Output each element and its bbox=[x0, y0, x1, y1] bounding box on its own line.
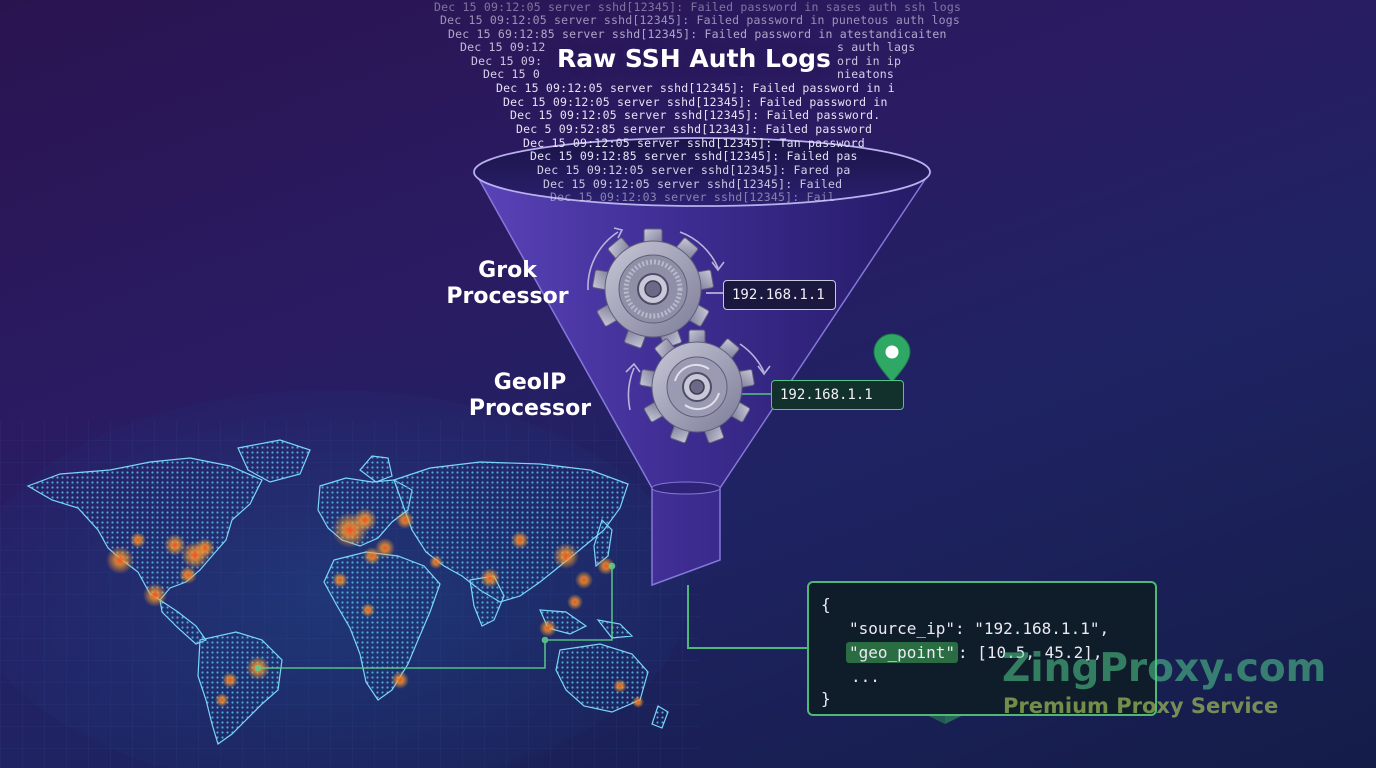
grok-label-line1: Grok bbox=[478, 258, 537, 283]
log-line: Dec 15 09:12:05 server sshd[12345]: Fail… bbox=[434, 0, 962, 14]
geoip-gear-icon bbox=[639, 329, 755, 444]
json-close-brace: } bbox=[821, 689, 831, 708]
attack-heatmap bbox=[106, 508, 644, 708]
grok-label-line2: Processor bbox=[446, 284, 569, 309]
log-line: Dec 15 69:12:85 server sshd[12345]: Fail… bbox=[448, 27, 947, 41]
json-ellipsis: ... bbox=[851, 667, 880, 686]
json-geo-point-line: "geo_point": [10.5, 45.2], bbox=[846, 642, 1103, 663]
log-line: Dec 15 09:12:05 server sshd[12345]: Fail… bbox=[503, 95, 888, 109]
log-line-fragment: s auth lags bbox=[837, 40, 916, 54]
watermark-tagline: Premium Proxy Service bbox=[1003, 694, 1279, 718]
log-line: Dec 15 09:12:05 server sshd[12345]: Fail… bbox=[496, 81, 895, 95]
diagram-title: Raw SSH Auth Logs bbox=[557, 44, 831, 73]
watermark-brand: ZingProxy.com bbox=[1002, 646, 1327, 691]
geoip-label-line1: GeoIP bbox=[493, 370, 567, 395]
json-source-ip-key: "source_ip" bbox=[849, 619, 955, 638]
log-line: Dec 15 0 bbox=[483, 67, 540, 81]
log-line: Dec 15 09:12:85 server sshd[12345]: Fail… bbox=[530, 149, 858, 163]
map-connections bbox=[254, 562, 616, 672]
geoip-rotation-arrows bbox=[625, 343, 771, 411]
json-source-ip-line: "source_ip": "192.168.1.1", bbox=[849, 619, 1109, 638]
log-line: Dec 5 09:52:85 server sshd[12343]: Faile… bbox=[516, 122, 873, 136]
log-line: Dec 15 09:12:05 server sshd[12345]: Fare… bbox=[537, 163, 851, 177]
grok-processor-label: Grok Processor bbox=[440, 258, 575, 310]
log-line: Dec 15 09:12:05 server sshd[12345]: Fail… bbox=[543, 177, 843, 191]
log-line: Dec 15 09:12:05 server sshd[12345]: Fail… bbox=[440, 13, 961, 27]
grok-ip-badge: 192.168.1.1 bbox=[723, 280, 836, 310]
location-pin-icon bbox=[873, 333, 911, 383]
json-open-brace: { bbox=[821, 595, 831, 614]
log-line: Dec 15 09:12:05 server sshd[12345]: Fail… bbox=[510, 108, 881, 122]
json-geo-point-value: : [10.5, 45.2], bbox=[957, 643, 1103, 662]
geoip-ip-badge: 192.168.1.1 bbox=[771, 380, 904, 410]
geoip-processor-label: GeoIP Processor bbox=[460, 370, 600, 422]
grok-gear-icon bbox=[592, 228, 714, 349]
output-connector bbox=[687, 585, 807, 649]
log-line: Dec 15 09:12 bbox=[460, 40, 546, 54]
json-geo-point-key: "geo_point" bbox=[846, 642, 958, 663]
geoip-label-line2: Processor bbox=[468, 396, 592, 421]
log-line-fragment: ord in ip bbox=[837, 54, 902, 68]
grok-rotation-arrows bbox=[587, 227, 725, 291]
log-line-fragment: nieatons bbox=[837, 67, 894, 81]
json-source-ip-value: : "192.168.1.1", bbox=[954, 619, 1110, 638]
log-line: Dec 15 09:12:03 server sshd[12345]: Fail bbox=[550, 190, 835, 204]
log-line: Dec 15 09:12:05 server sshd[12345]: Tan … bbox=[523, 136, 865, 150]
log-line: Dec 15 09: bbox=[471, 54, 543, 68]
json-output-panel: { "source_ip": "192.168.1.1", "geo_point… bbox=[807, 581, 1157, 716]
